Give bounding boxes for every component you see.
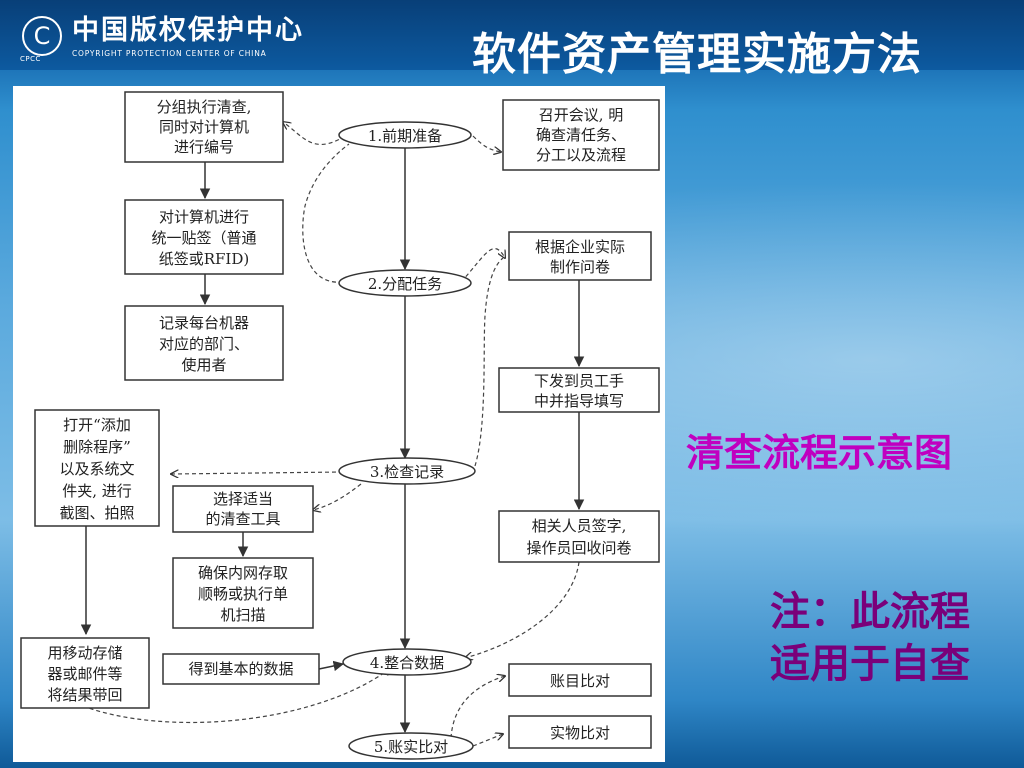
tool-box-select-line-1: 选择适当 bbox=[213, 490, 273, 508]
step-3-oval: 3.检查记录 bbox=[338, 457, 476, 485]
step-1-label: 1.前期准备 bbox=[368, 127, 442, 145]
left-box-2-line-3: 纸签或RFID) bbox=[159, 250, 250, 268]
dashed-sign-to-4 bbox=[465, 561, 580, 658]
diagram-caption: 清查流程示意图 bbox=[686, 431, 953, 475]
right-box-sign: 相关人员签字, 操作员回收问卷 bbox=[498, 510, 660, 563]
check-box-line-2: 删除程序” bbox=[63, 438, 131, 456]
dashed-3-to-top bbox=[474, 257, 504, 467]
usb-box-line-3: 将结果带回 bbox=[47, 686, 122, 704]
header-bar bbox=[0, 0, 1024, 70]
compare-box-physical: 实物比对 bbox=[508, 715, 652, 749]
right-box-distribute-line-1: 下发到员工手 bbox=[534, 372, 624, 390]
usb-box-line-1: 用移动存储 bbox=[47, 644, 122, 662]
dashed-1-to-right bbox=[472, 135, 501, 152]
left-box-2-line-1: 对计算机进行 bbox=[159, 208, 249, 226]
left-box-2-line-2: 统一贴签（普通 bbox=[151, 229, 256, 247]
step-3-label: 3.检查记录 bbox=[370, 463, 444, 481]
tool-box-basic-data-text: 得到基本的数据 bbox=[188, 660, 293, 678]
dashed-2-to-1 bbox=[302, 143, 350, 283]
usb-box-line-2: 器或邮件等 bbox=[47, 665, 122, 683]
right-box-distribute-line-2: 中并指导填写 bbox=[534, 392, 624, 410]
scope-note: 注：此流程 适用于自查 bbox=[770, 586, 970, 690]
check-box-line-5: 截图、拍照 bbox=[59, 504, 134, 522]
left-box-3-line-1: 记录每台机器 bbox=[159, 314, 249, 332]
copyright-icon: C bbox=[22, 16, 62, 56]
right-box-questionnaire: 根据企业实际 制作问卷 bbox=[508, 231, 652, 281]
usb-return-box: 用移动存储 器或邮件等 将结果带回 bbox=[20, 637, 150, 709]
tool-box-network-line-2: 顺畅或执行单 bbox=[198, 585, 288, 603]
dashed-usb-to-4 bbox=[82, 668, 391, 724]
right-box-meeting: 召开会议, 明 确查清任务、 分工以及流程 bbox=[502, 99, 660, 171]
left-box-3: 记录每台机器 对应的部门、 使用者 bbox=[124, 305, 284, 381]
flowchart-panel: 分组执行清查, 同时对计算机 进行编号 对计算机进行 统一贴签（普通 纸签或RF… bbox=[13, 86, 665, 762]
compare-box-account: 账目比对 bbox=[508, 663, 652, 697]
right-box-questionnaire-line-1: 根据企业实际 bbox=[535, 238, 625, 256]
right-box-meeting-line-1: 召开会议, 明 bbox=[539, 106, 624, 124]
check-box-line-1: 打开“添加 bbox=[63, 416, 131, 434]
logo-english-name: COPYRIGHT PROTECTION CENTER OF CHINA bbox=[72, 49, 267, 58]
flow-line-data-merge bbox=[318, 660, 345, 672]
step-2-label: 2.分配任务 bbox=[368, 275, 442, 293]
step-2-oval: 2.分配任务 bbox=[338, 269, 472, 297]
compare-box-account-text: 账目比对 bbox=[550, 672, 610, 690]
step-5-oval: 5.账实比对 bbox=[348, 732, 474, 760]
dashed-5-to-physical bbox=[472, 734, 503, 747]
logo-chinese-name: 中国版权保护中心 bbox=[72, 15, 304, 46]
flowchart-diagram: 分组执行清查, 同时对计算机 进行编号 对计算机进行 统一贴签（普通 纸签或RF… bbox=[20, 91, 660, 760]
step-5-label: 5.账实比对 bbox=[374, 738, 448, 756]
tool-box-select: 选择适当 的清查工具 bbox=[172, 485, 314, 533]
dashed-5-to-account bbox=[450, 676, 505, 739]
tool-box-network-line-1: 确保内网存取 bbox=[198, 564, 288, 582]
step-4-oval: 4.整合数据 bbox=[342, 648, 472, 676]
right-box-meeting-line-3: 分工以及流程 bbox=[536, 146, 626, 164]
check-box-line-4: 件夹, 进行 bbox=[62, 482, 132, 500]
left-box-1-line-2: 同时对计算机 bbox=[159, 118, 249, 136]
right-box-questionnaire-line-2: 制作问卷 bbox=[550, 258, 610, 276]
left-box-2: 对计算机进行 统一贴签（普通 纸签或RFID) bbox=[124, 199, 284, 275]
check-screenshot-box: 打开“添加 删除程序” 以及系统文 件夹, 进行 截图、拍照 bbox=[34, 409, 160, 527]
step-4-label: 4.整合数据 bbox=[370, 654, 444, 672]
cpcc-logo: C CPCC 中国版权保护中心 COPYRIGHT PROTECTION CEN… bbox=[20, 15, 304, 64]
left-box-1-line-3: 进行编号 bbox=[174, 138, 234, 156]
dashed-3-to-check bbox=[171, 472, 344, 474]
dashed-3-to-tool bbox=[313, 483, 362, 510]
scope-note-line-1: 注：此流程 bbox=[770, 589, 970, 635]
logo-abbrev: CPCC bbox=[20, 55, 41, 63]
tool-box-network-line-3: 机扫描 bbox=[220, 606, 265, 624]
slide-title: 软件资产管理实施方法 bbox=[472, 29, 922, 80]
left-box-3-line-2: 对应的部门、 bbox=[159, 335, 249, 353]
right-box-distribute: 下发到员工手 中并指导填写 bbox=[498, 367, 660, 413]
tool-box-select-line-2: 的清查工具 bbox=[205, 510, 280, 528]
right-box-meeting-line-2: 确查清任务、 bbox=[536, 126, 626, 144]
scope-note-line-2: 适用于自查 bbox=[770, 641, 970, 687]
check-box-line-3: 以及系统文 bbox=[59, 460, 134, 478]
left-box-3-line-3: 使用者 bbox=[181, 356, 226, 374]
right-box-sign-line-2: 操作员回收问卷 bbox=[526, 539, 631, 557]
left-box-1-line-1: 分组执行清查, bbox=[157, 98, 252, 116]
tool-box-network: 确保内网存取 顺畅或执行单 机扫描 bbox=[172, 557, 314, 629]
left-box-1: 分组执行清查, 同时对计算机 进行编号 bbox=[124, 91, 284, 163]
tool-box-basic-data: 得到基本的数据 bbox=[162, 653, 320, 685]
step-1-oval: 1.前期准备 bbox=[338, 121, 472, 149]
dashed-1-to-left bbox=[283, 122, 346, 146]
right-box-sign-line-1: 相关人员签字, bbox=[532, 517, 627, 535]
dashed-2-to-questionnaire bbox=[460, 247, 505, 283]
compare-box-physical-text: 实物比对 bbox=[550, 724, 610, 742]
